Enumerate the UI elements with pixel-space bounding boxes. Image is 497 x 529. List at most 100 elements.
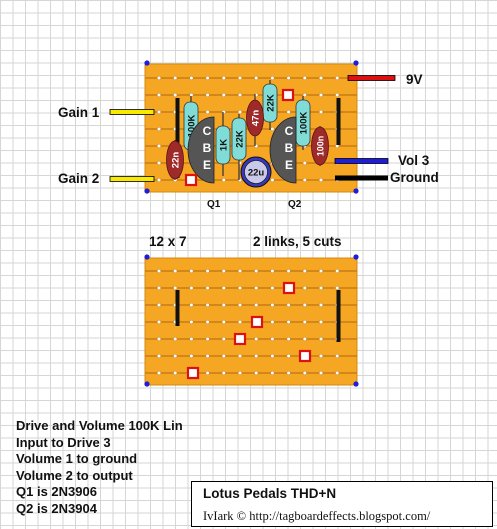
board-hole	[270, 75, 275, 80]
board-hole	[270, 303, 275, 308]
board-hole	[156, 177, 161, 182]
label-q1: Q1	[207, 199, 221, 210]
board-hole	[254, 337, 259, 342]
board-hole	[189, 303, 194, 308]
resistor-100k-right-label: 100K	[299, 112, 310, 135]
board-hole	[205, 92, 210, 97]
board-hole	[156, 371, 161, 376]
board-hole	[237, 75, 242, 80]
resistor-1k-label: 1K	[219, 139, 230, 151]
board-hole	[319, 109, 324, 114]
transistor-q1-pin-b: B	[203, 141, 212, 155]
resistor-100k-right: 100K	[295, 96, 311, 150]
board-hole	[221, 337, 226, 342]
transistor-q2: C B E	[269, 116, 297, 184]
board-hole	[205, 303, 210, 308]
wire-gain1	[109, 109, 155, 115]
board-hole	[319, 303, 324, 308]
resistor-22k-mid-label: 22K	[235, 130, 246, 148]
board-hole	[189, 269, 194, 274]
board-hole	[221, 303, 226, 308]
board-hole	[254, 354, 259, 359]
transistor-q1-pin-e: E	[203, 158, 211, 172]
board-hole	[189, 337, 194, 342]
board-hole	[335, 286, 340, 291]
note-line: Q2 is 2N3904	[16, 500, 97, 516]
note-line: Input to Drive 3	[16, 434, 111, 450]
resistor-1k: 1K	[215, 112, 231, 176]
capacitor-47n-label: 47n	[251, 110, 262, 127]
top-board: 100K 22K 22K 1K 100K 47n	[109, 60, 396, 194]
board-hole	[270, 269, 275, 274]
board-hole	[205, 109, 210, 114]
note-line: Volume 1 to ground	[16, 451, 138, 466]
board-hole	[221, 269, 226, 274]
board-hole	[205, 269, 210, 274]
build-notes: Drive and Volume 100K Lin Input to Drive…	[16, 418, 183, 517]
capacitor-22n: 22n	[166, 140, 184, 180]
board-hole	[302, 177, 307, 182]
project-title: Lotus Pedals THD+N	[203, 486, 337, 501]
electrolytic-capacitor-22u-label: 22u	[248, 168, 265, 179]
bottom-link-left	[175, 290, 180, 326]
board-hole	[156, 143, 161, 148]
board-hole	[237, 109, 242, 114]
transistor-q2-pin-b: B	[285, 141, 294, 155]
board-hole	[237, 92, 242, 97]
board-hole	[302, 75, 307, 80]
board-hole	[156, 303, 161, 308]
label-9v: 9V	[406, 72, 423, 87]
board-hole	[302, 320, 307, 325]
label-gain-2: Gain 2	[58, 171, 100, 186]
wire-9v	[347, 75, 396, 81]
board-hole	[205, 354, 210, 359]
board-hole	[319, 269, 324, 274]
board-hole	[156, 109, 161, 114]
board-hole	[286, 303, 291, 308]
board-hole	[286, 371, 291, 376]
board-hole	[156, 354, 161, 359]
wire-vol3	[334, 158, 389, 164]
resistor-22k-top: 22K	[262, 80, 278, 130]
board-hole	[319, 92, 324, 97]
board-hole	[156, 126, 161, 131]
board-hole	[173, 75, 178, 80]
board-hole	[173, 371, 178, 376]
board-hole	[221, 75, 226, 80]
board-hole	[270, 177, 275, 182]
board-hole	[270, 320, 275, 325]
board-hole	[286, 337, 291, 342]
board-hole	[302, 337, 307, 342]
capacitor-22n-label: 22n	[171, 152, 182, 169]
board-hole	[205, 320, 210, 325]
board-hole	[156, 337, 161, 342]
transistor-q2-pin-c: C	[285, 124, 294, 138]
board-hole	[286, 269, 291, 274]
board-hole	[319, 75, 324, 80]
bottom-cut-markers	[186, 281, 312, 380]
board-hole	[270, 354, 275, 359]
board-hole	[173, 269, 178, 274]
label-vol-3: Vol 3	[398, 153, 430, 168]
label-q2: Q2	[288, 199, 302, 210]
board-hole	[221, 92, 226, 97]
transistor-q2-pin-e: E	[285, 158, 293, 172]
bottom-link-right	[336, 290, 341, 342]
board-hole	[270, 337, 275, 342]
board-hole	[156, 160, 161, 165]
board-hole	[173, 337, 178, 342]
board-hole	[189, 320, 194, 325]
board-hole	[156, 269, 161, 274]
label-ground: Ground	[390, 170, 439, 185]
board-hole	[189, 286, 194, 291]
wire-gain2	[109, 176, 155, 182]
board-hole	[221, 286, 226, 291]
board-hole	[189, 354, 194, 359]
board-hole	[237, 320, 242, 325]
board-hole	[221, 320, 226, 325]
board-hole	[270, 286, 275, 291]
board-hole	[173, 92, 178, 97]
resistor-22k-mid: 22K	[231, 114, 247, 180]
wire-ground	[335, 175, 388, 181]
